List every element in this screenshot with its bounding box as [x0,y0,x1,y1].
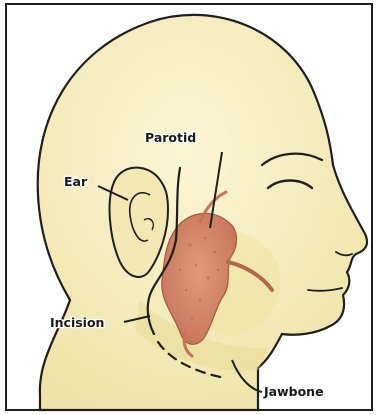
label-jawbone: Jawbone [263,384,324,399]
label-parotid: Parotid [145,130,196,145]
label-incision: Incision [50,315,104,330]
label-ear: Ear [64,174,88,189]
